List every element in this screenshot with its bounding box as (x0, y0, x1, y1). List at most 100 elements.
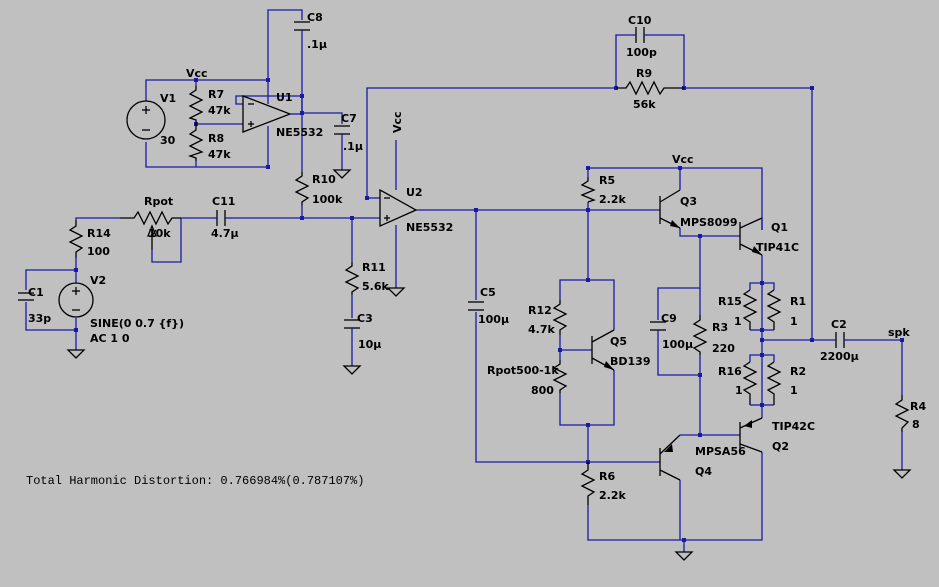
label-vcc-2: Vcc (391, 111, 404, 133)
label-q3-value: MPS8099 (680, 216, 738, 229)
label-c5: C5 (480, 286, 496, 299)
label-r11-value: 5.6k (362, 280, 389, 293)
component-labels: C8 .1µ V1 30 Vcc R7 47k R8 47k U1 NE5532… (28, 11, 926, 502)
resistor-r10[interactable] (294, 172, 310, 205)
capacitor-c5[interactable] (468, 301, 484, 311)
label-rpot-value: 10k (148, 227, 171, 240)
resistor-r6[interactable] (580, 462, 596, 505)
label-r10: R10 (312, 173, 336, 186)
label-u2-value: NE5532 (406, 221, 453, 234)
label-c10: C10 (628, 14, 652, 27)
label-r10-value: 100k (312, 193, 343, 206)
label-q2-value: TIP42C (772, 420, 815, 433)
label-spk: spk (888, 326, 910, 339)
label-r15-value: 1 (734, 315, 742, 328)
label-r8-value: 47k (208, 148, 231, 161)
transistor-q2[interactable] (739, 417, 763, 453)
resistor-r8[interactable] (187, 124, 204, 161)
label-r5-value: 2.2k (599, 193, 626, 206)
label-v1-value: 30 (160, 134, 176, 147)
label-c2: C2 (831, 318, 847, 331)
label-q1-value: TIP41C (756, 241, 799, 254)
label-r11: R11 (362, 261, 386, 274)
label-r16: R16 (718, 365, 742, 378)
resistor-r1[interactable] (762, 282, 782, 331)
label-r5: R5 (599, 174, 615, 187)
resistor-r15[interactable] (742, 282, 762, 331)
label-rpot500-value: 800 (531, 384, 554, 397)
resistor-rpot500[interactable] (552, 360, 568, 393)
label-r4-value: 8 (912, 418, 920, 431)
label-r14: R14 (87, 227, 111, 240)
capacitor-c2[interactable] (833, 332, 848, 348)
label-c7-value: .1µ (343, 140, 363, 153)
label-v2: V2 (90, 274, 106, 287)
resistor-r2[interactable] (762, 354, 782, 406)
transistor-q5[interactable] (591, 329, 615, 371)
capacitor-c3[interactable] (344, 319, 360, 332)
resistor-r7[interactable] (188, 86, 204, 124)
label-c9: C9 (661, 312, 677, 325)
label-q5-value: BD139 (610, 355, 650, 368)
resistor-r3[interactable] (692, 315, 708, 355)
label-r6-value: 2.2k (599, 489, 626, 502)
label-r14-value: 100 (87, 245, 110, 258)
label-c8-value: .1µ (307, 38, 327, 51)
label-r15: R15 (718, 295, 742, 308)
label-r3: R3 (712, 321, 728, 334)
opamp-u2[interactable] (379, 188, 418, 228)
label-rpot: Rpot (144, 195, 173, 208)
label-r4: R4 (910, 400, 926, 413)
resistor-r16[interactable] (742, 354, 762, 406)
label-c3: C3 (357, 312, 373, 325)
capacitor-c11[interactable] (213, 210, 232, 226)
resistor-r12[interactable] (552, 300, 568, 335)
label-q4: Q4 (695, 465, 712, 478)
label-u1-value: NE5532 (276, 126, 323, 139)
label-c1-value: 33p (28, 312, 51, 325)
transistor-q1[interactable] (739, 217, 763, 256)
ground-symbols (66, 169, 912, 561)
resistor-r14[interactable] (68, 220, 84, 258)
label-u1: U1 (276, 91, 293, 104)
potentiometer-rpot[interactable] (120, 210, 181, 250)
label-v1: V1 (160, 92, 176, 105)
label-q1: Q1 (771, 221, 788, 234)
label-c1: C1 (28, 286, 44, 299)
capacitor-c1[interactable] (18, 292, 34, 301)
label-r9: R9 (636, 67, 652, 80)
label-r12: R12 (528, 304, 552, 317)
label-r2: R2 (790, 365, 806, 378)
voltage-source-v2[interactable] (58, 282, 94, 318)
resistor-r5[interactable] (580, 177, 596, 203)
capacitor-c8[interactable] (294, 21, 310, 34)
thd-readout: Total Harmonic Distortion: 0.766984%(0.7… (26, 474, 364, 488)
label-c5-value: 100µ (478, 313, 509, 326)
transistor-q3[interactable] (659, 189, 681, 229)
label-r6: R6 (599, 470, 615, 483)
label-vcc-1: Vcc (186, 67, 208, 80)
wires (25, 9, 903, 552)
label-vcc-3: Vcc (672, 153, 694, 166)
junction-dots (74, 78, 904, 542)
transistor-q4[interactable] (659, 434, 681, 481)
label-r1-value: 1 (790, 315, 798, 328)
label-q3: Q3 (680, 195, 697, 208)
resistor-r9[interactable] (616, 80, 684, 96)
label-c3-value: 10µ (358, 338, 381, 351)
capacitor-c7[interactable] (334, 125, 350, 145)
label-r3-value: 220 (712, 342, 735, 355)
capacitor-c10[interactable] (633, 27, 648, 43)
label-c10-value: 100p (626, 46, 657, 59)
label-r12-value: 4.7k (528, 323, 555, 336)
label-v2-ac: AC 1 0 (90, 332, 130, 345)
resistor-r4[interactable] (894, 395, 910, 432)
label-c9-value: 100µ (662, 338, 693, 351)
label-r16-value: 1 (735, 384, 743, 397)
opamp-u1[interactable] (242, 95, 302, 142)
label-v2-source: SINE(0 0.7 {f}) (90, 317, 184, 330)
capacitor-c9[interactable] (650, 321, 666, 333)
voltage-source-v1[interactable] (126, 100, 166, 140)
resistor-r11[interactable] (344, 262, 360, 295)
